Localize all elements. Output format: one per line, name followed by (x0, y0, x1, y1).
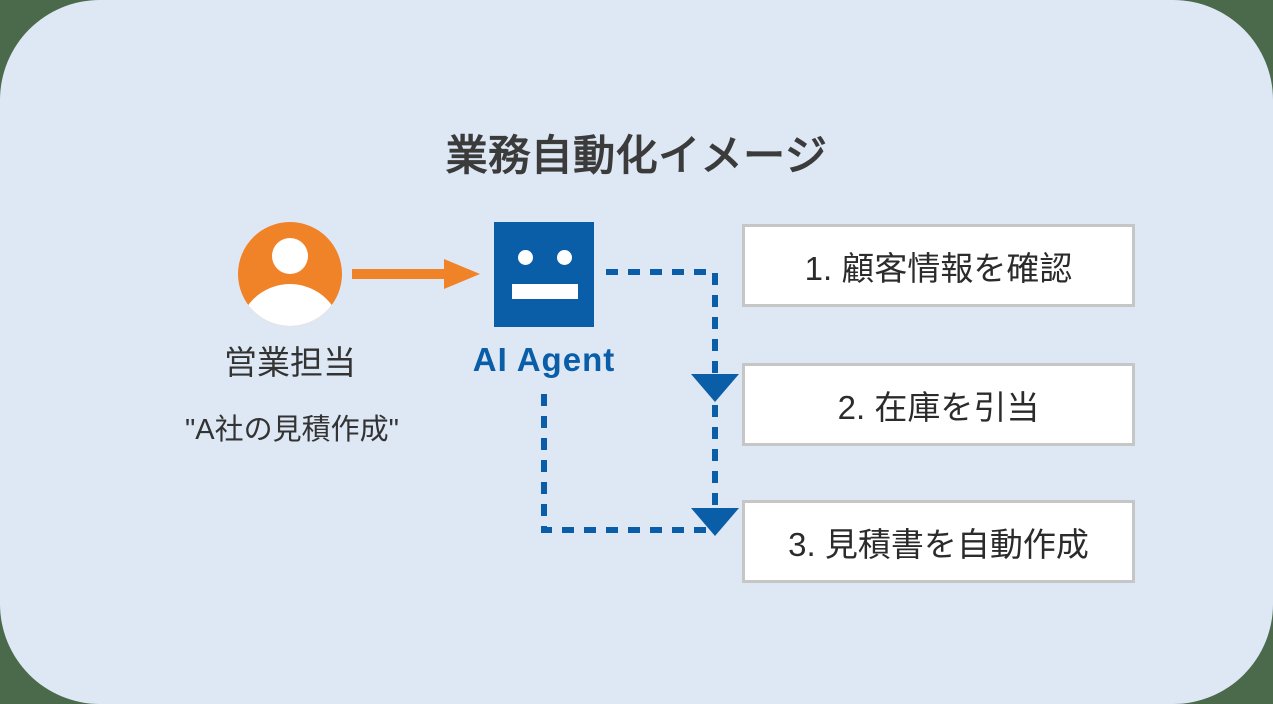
step-label-2: 2. 在庫を引当 (837, 388, 1040, 426)
connector-path-bottom (541, 394, 715, 533)
robot-mouth-shape (512, 284, 578, 299)
avatar-body-shape (238, 284, 342, 326)
step-box-2[interactable]: 2. 在庫を引当 (742, 363, 1135, 446)
agent-label: AI Agent (472, 341, 616, 378)
robot-eye-left-shape (518, 250, 533, 265)
step-label-1: 1. 顧客情報を確認 (804, 249, 1073, 287)
robot-face-icon (494, 222, 594, 327)
person-avatar-icon (238, 222, 342, 326)
actor-node-sales-rep: 営業担当 "A社の見積作成" (185, 222, 399, 448)
actor-label: 営業担当 (224, 344, 356, 381)
avatar-head-shape (272, 238, 308, 274)
connector-arrowhead-step-2 (691, 374, 739, 402)
step-box-1[interactable]: 1. 顧客情報を確認 (742, 224, 1135, 307)
page-title: 業務自動化イメージ (445, 132, 828, 179)
robot-eye-right-shape (557, 250, 572, 265)
step-box-3[interactable]: 3. 見積書を自動作成 (742, 500, 1135, 583)
actor-quote-text: "A社の見積作成" (185, 414, 399, 446)
step-label-3: 3. 見積書を自動作成 (788, 525, 1089, 563)
connector-arrowhead-step-3 (691, 508, 739, 536)
arrow-right-icon (352, 259, 480, 289)
agent-node-ai: AI Agent (454, 222, 634, 379)
